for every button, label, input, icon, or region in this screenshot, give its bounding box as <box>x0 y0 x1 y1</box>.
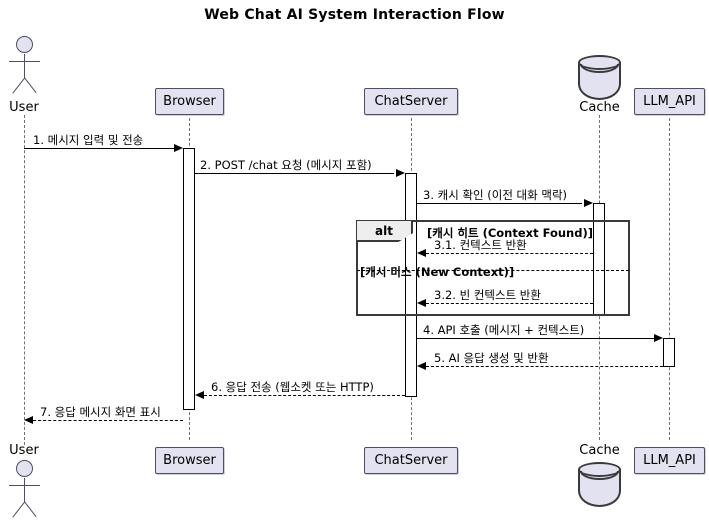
activation-llmapi <box>663 338 675 367</box>
message-3-line <box>417 203 582 204</box>
message-4-line <box>417 338 654 339</box>
actor-arms-line <box>9 61 40 62</box>
message-3-1-line <box>426 253 593 254</box>
message-3-label: 3. 캐시 확인 (이전 대화 맥락) <box>423 188 568 202</box>
actor-user-top <box>0 36 48 102</box>
message-5-label: 5. AI 응답 생성 및 반환 <box>434 351 549 365</box>
message-3-2-line <box>426 303 593 304</box>
page-title: Web Chat AI System Interaction Flow <box>204 7 505 23</box>
message-3-1-label: 3.1. 컨텍스트 반환 <box>434 238 527 252</box>
alt-fragment-divider <box>357 270 629 271</box>
message-7-label: 7. 응답 메시지 화면 표시 <box>40 405 161 419</box>
activation-browser <box>183 148 195 410</box>
actor-head-icon <box>16 460 33 477</box>
participant-browser-top[interactable]: Browser <box>155 88 224 115</box>
participant-browser-bottom[interactable]: Browser <box>155 447 224 474</box>
participant-cache-top[interactable] <box>578 55 621 100</box>
actor-leg-right <box>24 501 37 517</box>
alt-guard-primary: [캐시 히트 (Context Found)] <box>427 226 593 240</box>
message-1-label: 1. 메시지 입력 및 전송 <box>33 133 144 147</box>
actor-arms-line <box>9 485 40 486</box>
participant-llmapi-top[interactable]: LLM_API <box>634 88 705 115</box>
message-1-line <box>24 148 176 149</box>
actor-body-line <box>24 54 25 78</box>
message-6-label: 6. 응답 전송 (웹소켓 또는 HTTP) <box>211 380 374 394</box>
lifeline-user <box>24 115 25 445</box>
participant-label-cache-bottom: Cache <box>579 443 620 458</box>
actor-leg-right <box>24 77 37 93</box>
alt-guard-alternative: [캐시 미스 (New Context)] <box>360 265 515 279</box>
message-3-1-arrowhead <box>417 248 426 257</box>
message-3-2-arrowhead <box>417 298 426 307</box>
participant-chatserver-bottom[interactable]: ChatServer <box>364 447 458 474</box>
participant-label-cache-top: Cache <box>579 100 620 115</box>
participant-chatserver-top[interactable]: ChatServer <box>364 88 458 115</box>
message-4-label: 4. API 호출 (메시지 + 컨텍스트) <box>423 323 585 337</box>
alt-fragment-operator-tab: alt <box>357 221 413 242</box>
message-7-arrowhead <box>24 415 33 424</box>
message-1-arrowhead <box>174 143 183 152</box>
actor-body-line <box>24 478 25 502</box>
participant-cache-bottom[interactable] <box>578 462 621 507</box>
message-6-line <box>204 395 405 396</box>
actor-leg-left <box>12 78 25 94</box>
participant-label-user-top: User <box>9 100 39 115</box>
message-4-arrowhead <box>654 333 663 342</box>
alt-fragment-box <box>356 220 630 316</box>
message-5-arrowhead <box>417 361 426 370</box>
message-5-line <box>426 366 663 367</box>
message-2-arrowhead <box>396 168 405 177</box>
actor-user-bottom <box>0 460 48 526</box>
message-7-line <box>33 420 183 421</box>
message-3-2-label: 3.2. 빈 컨텍스트 반환 <box>434 288 541 302</box>
actor-head-icon <box>16 36 33 53</box>
message-3-arrowhead <box>584 198 593 207</box>
participant-label-user-bottom: User <box>9 443 39 458</box>
message-6-arrowhead <box>195 390 204 399</box>
participant-llmapi-bottom[interactable]: LLM_API <box>634 447 705 474</box>
lifeline-llmapi <box>669 118 670 440</box>
message-2-label: 2. POST /chat 요청 (메시지 포함) <box>200 158 372 172</box>
actor-leg-left <box>12 502 25 518</box>
message-2-line <box>195 173 394 174</box>
